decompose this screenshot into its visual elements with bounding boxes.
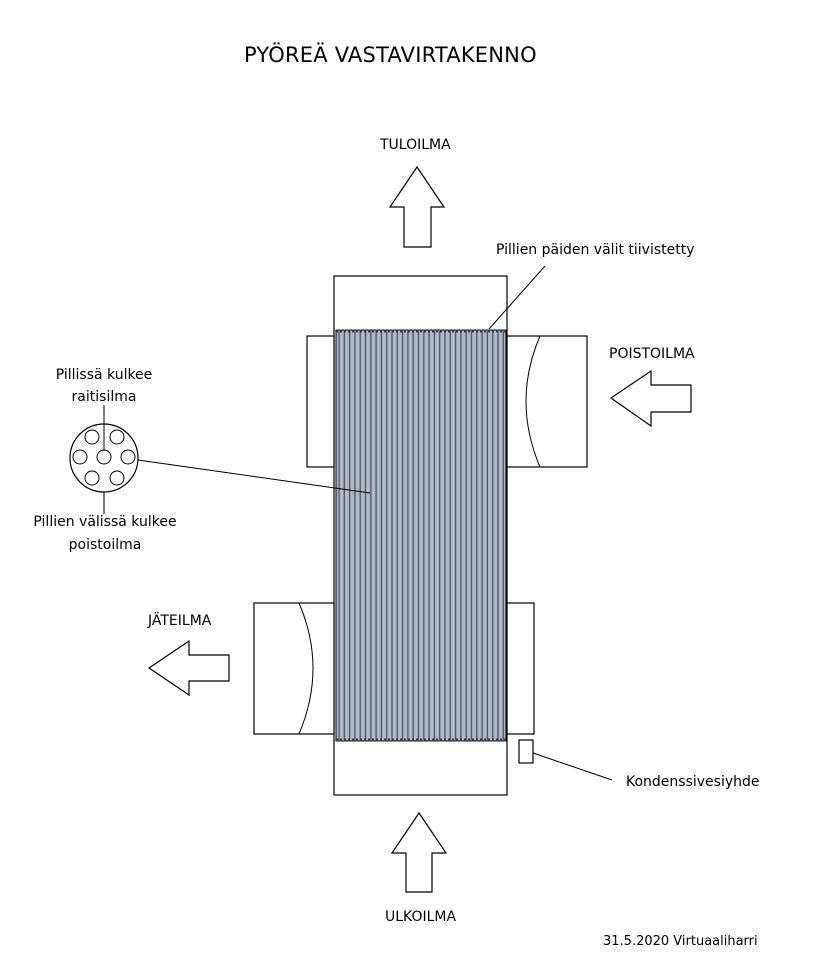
in-tubes-label-line1: Pillissä kulkee [55,367,153,383]
leader-cross-section [137,459,371,494]
between-tubes-label-line1: Pillien välissä kulkee [33,514,177,530]
outdoor-air-arrow-icon [390,811,448,893]
condensate-label: Kondenssivesiyhde [626,774,760,790]
outdoor-air-label: ULKOILMA [385,909,457,925]
exhaust-inlet-duct-curve [525,335,541,468]
waste-outlet-duct-curve [298,602,314,735]
between-tubes-label-line2: poistoilma [68,537,142,553]
tube-stripes [338,331,504,740]
tube-cross-section [69,423,139,493]
waste-outlet-duct [253,602,335,735]
leader-sealed-ends [488,265,546,330]
supply-air-arrow-icon [388,165,446,248]
in-tubes-label-line2: raitisilma [71,389,137,405]
tube-ends-sealed-label: Pillien päiden välit tiivistetty [496,242,695,258]
waste-outlet-flange [506,602,535,735]
supply-air-label: TULOILMA [380,137,451,153]
waste-air-label: JÄTEILMA [148,613,212,629]
exhaust-inlet-flange [306,335,335,468]
exhaust-inlet-duct [506,335,588,468]
footer-credit: 31.5.2020 Virtuaaliharri [603,934,758,949]
tube-bundle [335,329,507,742]
waste-air-arrow-icon [147,639,230,697]
exhaust-air-label: POISTOILMA [609,346,695,362]
exhaust-air-arrow-icon [609,369,692,428]
leader-condensate [532,752,613,781]
diagram-title: PYÖREÄ VASTAVIRTAKENNO [244,43,537,67]
condensate-connector [518,739,534,764]
